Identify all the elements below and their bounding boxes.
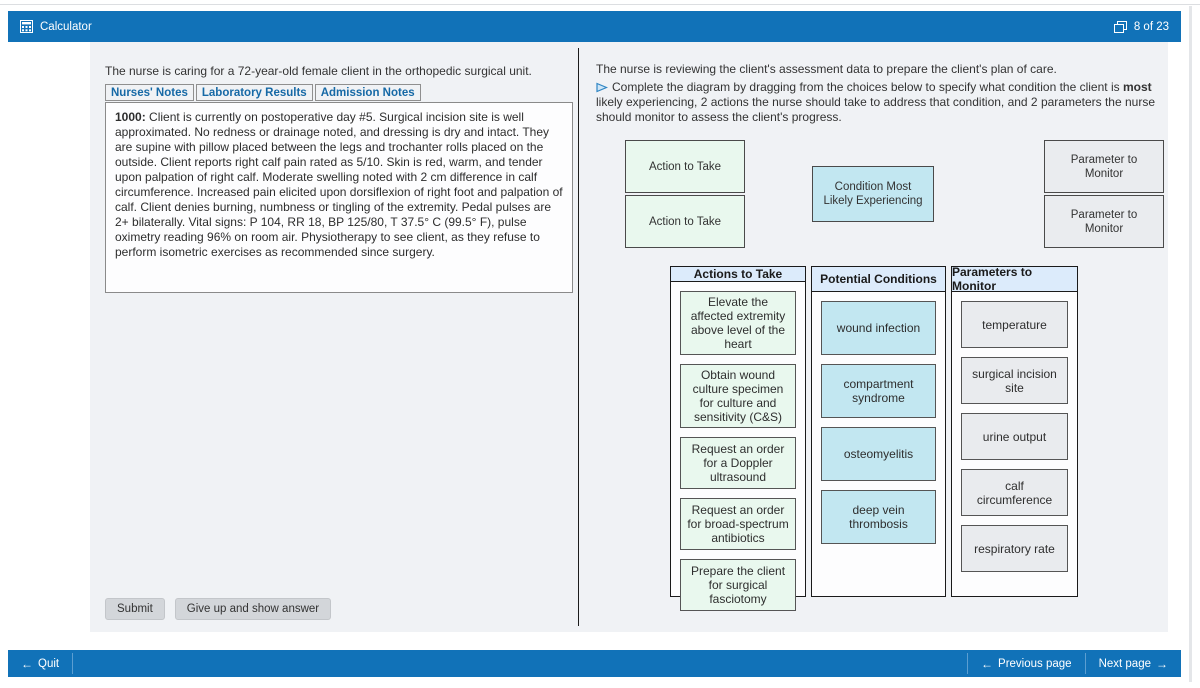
note-body: Client is currently on postoperative day… <box>115 110 563 259</box>
page-indicator: 8 of 23 <box>1113 20 1169 33</box>
parameter-drop-slot-1[interactable]: Parameter to Monitor <box>1044 140 1164 193</box>
next-page-label: Next page <box>1098 657 1151 670</box>
tab-admission-notes[interactable]: Admission Notes <box>314 84 421 101</box>
condition-drop-slot[interactable]: Condition Most Likely Experiencing <box>812 166 934 222</box>
instruction-bold: most <box>1122 80 1152 94</box>
submit-button[interactable]: Submit <box>105 598 165 620</box>
parameters-column-items: temperature surgical incision site urine… <box>952 292 1077 581</box>
action-choice-3[interactable]: Request an order for a Doppler ultrasoun… <box>680 437 796 489</box>
instruction-post: likely experiencing, 2 actions the nurse… <box>596 95 1156 124</box>
action-drop-slot-2[interactable]: Action to Take <box>625 195 745 248</box>
page-indicator-text: 8 of 23 <box>1133 20 1169 33</box>
footer-separator <box>1084 653 1086 674</box>
parameter-choice-1[interactable]: temperature <box>961 301 1068 348</box>
action-choice-2[interactable]: Obtain wound culture specimen for cultur… <box>680 364 796 428</box>
footer-separator <box>967 653 969 674</box>
case-intro: The nurse is caring for a 72-year-old fe… <box>105 64 532 78</box>
question-intro: The nurse is reviewing the client's asse… <box>596 62 1057 76</box>
panel-divider <box>578 48 579 626</box>
calculator-button[interactable]: Calculator <box>20 20 92 33</box>
right-arrow-icon: → <box>1156 656 1168 671</box>
actions-column: Actions to Take Elevate the affected ext… <box>670 266 806 611</box>
bottom-navbar: ← Quit ← Previous page Next page → <box>8 650 1181 677</box>
action-choice-4[interactable]: Request an order for broad-spectrum anti… <box>680 498 796 550</box>
choice-columns: Actions to Take Elevate the affected ext… <box>670 265 1078 611</box>
scrollbar[interactable] <box>1189 6 1192 682</box>
instruction-pre: Complete the diagram by dragging from th… <box>612 80 1123 94</box>
chart-tabs: Nurses' Notes Laboratory Results Admissi… <box>105 84 423 101</box>
give-up-button[interactable]: Give up and show answer <box>174 598 332 620</box>
quit-label: Quit <box>38 657 60 670</box>
instruction-arrow-icon <box>596 82 608 93</box>
condition-choice-4[interactable]: deep vein thrombosis <box>821 490 936 544</box>
question-area: The nurse is caring for a 72-year-old fe… <box>90 42 1168 632</box>
parameter-choice-4[interactable]: calf circumference <box>961 469 1068 516</box>
left-arrow-icon: ← <box>981 656 994 671</box>
tab-nurses-notes[interactable]: Nurses' Notes <box>105 84 194 101</box>
calculator-label: Calculator <box>40 20 92 33</box>
conditions-column-header: Potential Conditions <box>812 267 945 292</box>
parameters-column: Parameters to Monitor temperature surgic… <box>951 265 1078 597</box>
parameter-choice-2[interactable]: surgical incision site <box>961 357 1068 404</box>
condition-choice-3[interactable]: osteomyelitis <box>821 427 936 481</box>
condition-choice-1[interactable]: wound infection <box>821 301 936 355</box>
actions-column-header: Actions to Take <box>671 267 805 282</box>
footer-separator <box>72 653 74 674</box>
footer-left: ← Quit <box>8 650 74 677</box>
actions-column-items: Elevate the affected extremity above lev… <box>671 282 805 620</box>
left-arrow-icon: ← <box>21 656 33 671</box>
previous-page-label: Previous page <box>998 657 1072 670</box>
action-choice-1[interactable]: Elevate the affected extremity above lev… <box>680 291 796 355</box>
next-page-button[interactable]: Next page → <box>1086 650 1181 677</box>
question-instruction: Complete the diagram by dragging from th… <box>596 80 1162 125</box>
conditions-column-items: wound infection compartment syndrome ost… <box>812 292 945 553</box>
parameter-drop-slot-2[interactable]: Parameter to Monitor <box>1044 195 1164 248</box>
footer-right: ← Previous page Next page → <box>967 650 1181 677</box>
nurses-notes-content: 1000: Client is currently on postoperati… <box>105 102 573 293</box>
parameter-choice-5[interactable]: respiratory rate <box>961 525 1068 572</box>
quit-button[interactable]: ← Quit <box>8 650 72 677</box>
previous-page-button[interactable]: ← Previous page <box>968 650 1085 677</box>
pages-icon <box>1113 20 1127 33</box>
note-timestamp: 1000: <box>115 110 146 124</box>
action-drop-slot-1[interactable]: Action to Take <box>625 140 745 193</box>
parameters-column-header: Parameters to Monitor <box>952 265 1077 293</box>
conditions-column: Potential Conditions wound infection com… <box>811 266 946 597</box>
answer-actions: Submit Give up and show answer <box>105 598 332 620</box>
window-top-border <box>0 4 1200 5</box>
parameter-choice-3[interactable]: urine output <box>961 413 1068 460</box>
top-toolbar: Calculator 8 of 23 <box>8 11 1181 42</box>
tab-laboratory-results[interactable]: Laboratory Results <box>195 84 313 101</box>
condition-choice-2[interactable]: compartment syndrome <box>821 364 936 418</box>
calculator-icon <box>20 20 33 33</box>
action-choice-5[interactable]: Prepare the client for surgical fascioto… <box>680 559 796 611</box>
